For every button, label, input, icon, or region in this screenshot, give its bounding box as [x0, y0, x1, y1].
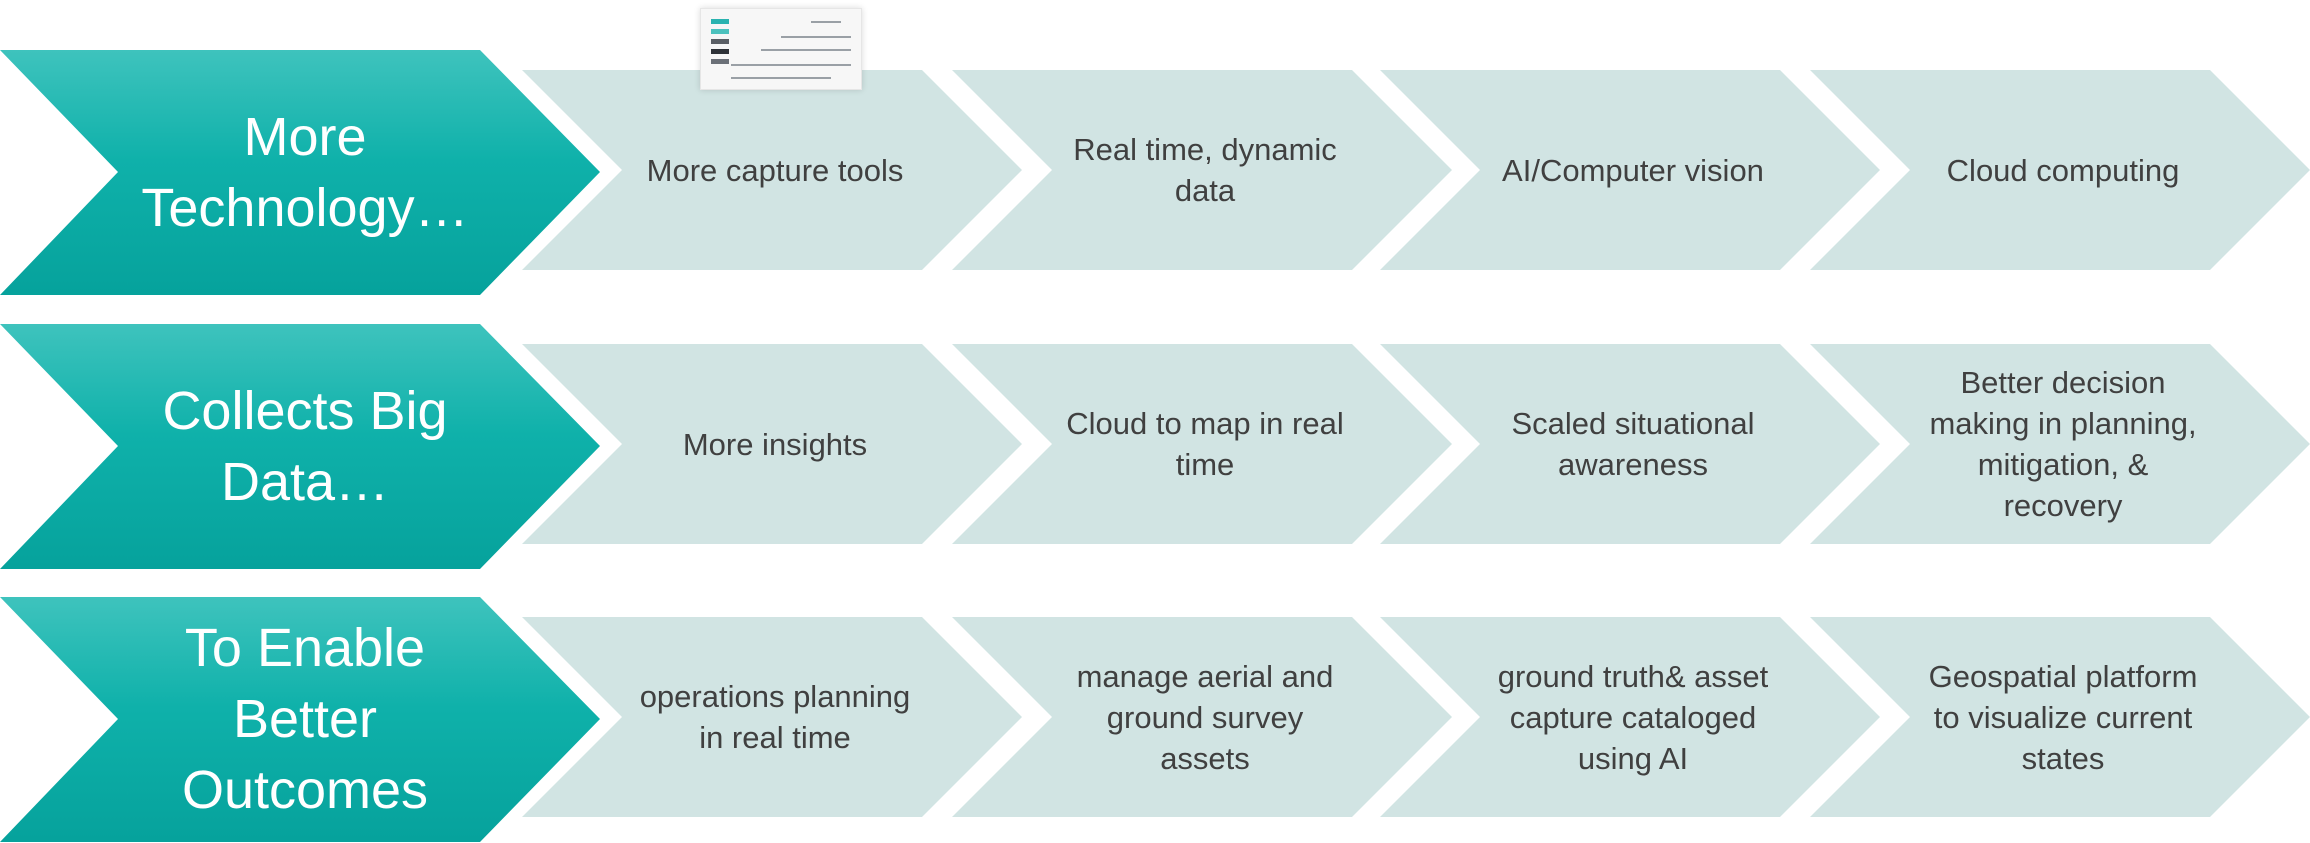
step-label: Real time, dynamic data: [1073, 132, 1337, 208]
thumbnail-swatch: [711, 29, 729, 34]
step-label: ground truth& asset capture cataloged us…: [1497, 658, 1769, 776]
thumbnail-line: [731, 77, 831, 79]
step-label: manage aerial and ground survey assets: [1076, 658, 1334, 776]
row-collects-big-data: More insights Cloud to map in real time …: [0, 324, 2310, 569]
thumbnail-line: [731, 64, 851, 66]
step-label: operations planning in real time: [639, 679, 911, 755]
step-label: More insights: [682, 426, 868, 462]
thumbnail-swatch: [711, 59, 729, 64]
thumbnail-line: [811, 21, 841, 23]
step-label: Scaled situational awareness: [1511, 406, 1755, 482]
head-label: To Enable Better Outcomes: [181, 618, 429, 820]
head-label: More Technology…: [141, 106, 469, 238]
embedded-thumbnail-image: [700, 8, 862, 90]
step-label: Cloud computing: [1946, 152, 2180, 188]
thumbnail-swatch: [711, 49, 729, 54]
step-label: Geospatial platform to visualize current…: [1928, 658, 2198, 776]
head-label: Collects Big Data…: [162, 380, 448, 512]
thumbnail-line: [781, 36, 851, 38]
thumbnail-swatch: [711, 19, 729, 24]
step-label: Better decision making in planning, miti…: [1929, 365, 2197, 523]
thumbnail-line: [761, 49, 851, 51]
thumbnail-swatch: [711, 39, 729, 44]
row-more-technology: More capture tools Real time, dynamic da…: [0, 50, 2310, 295]
step-label: More capture tools: [646, 152, 904, 188]
step-label: Cloud to map in real time: [1066, 406, 1344, 482]
step-label: AI/Computer vision: [1502, 152, 1764, 188]
row-enable-better-outcomes: operations planning in real time manage …: [0, 597, 2310, 842]
